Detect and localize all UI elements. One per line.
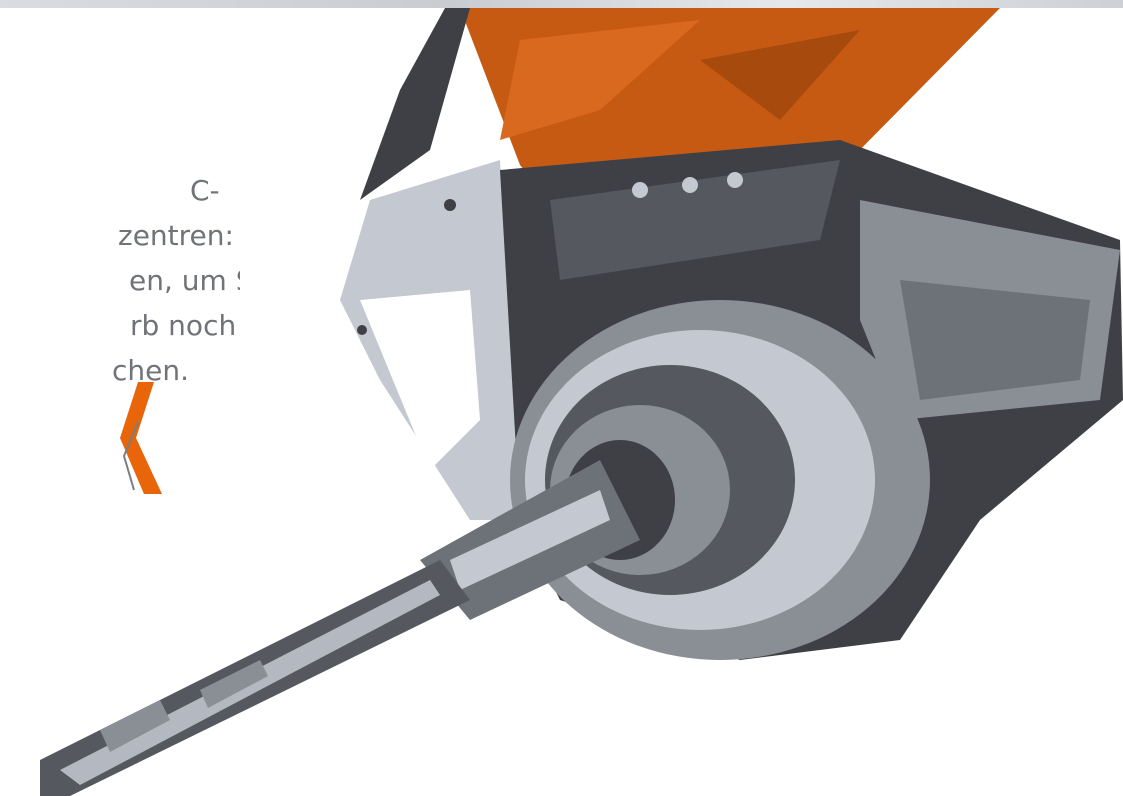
hero-text-line: chen. <box>112 354 190 387</box>
top-banner-strip <box>0 0 1123 8</box>
hero-text-line: en, um Sie <box>129 264 240 297</box>
hero-text-line: rb noch <box>130 309 237 342</box>
hero-text-line: C- <box>190 174 220 207</box>
hero-text: C- zentren: en, um Sie rb noch chen. <box>0 168 240 393</box>
chevron-left-icon[interactable] <box>116 382 168 494</box>
hero-text-line: zentren: <box>118 219 234 252</box>
